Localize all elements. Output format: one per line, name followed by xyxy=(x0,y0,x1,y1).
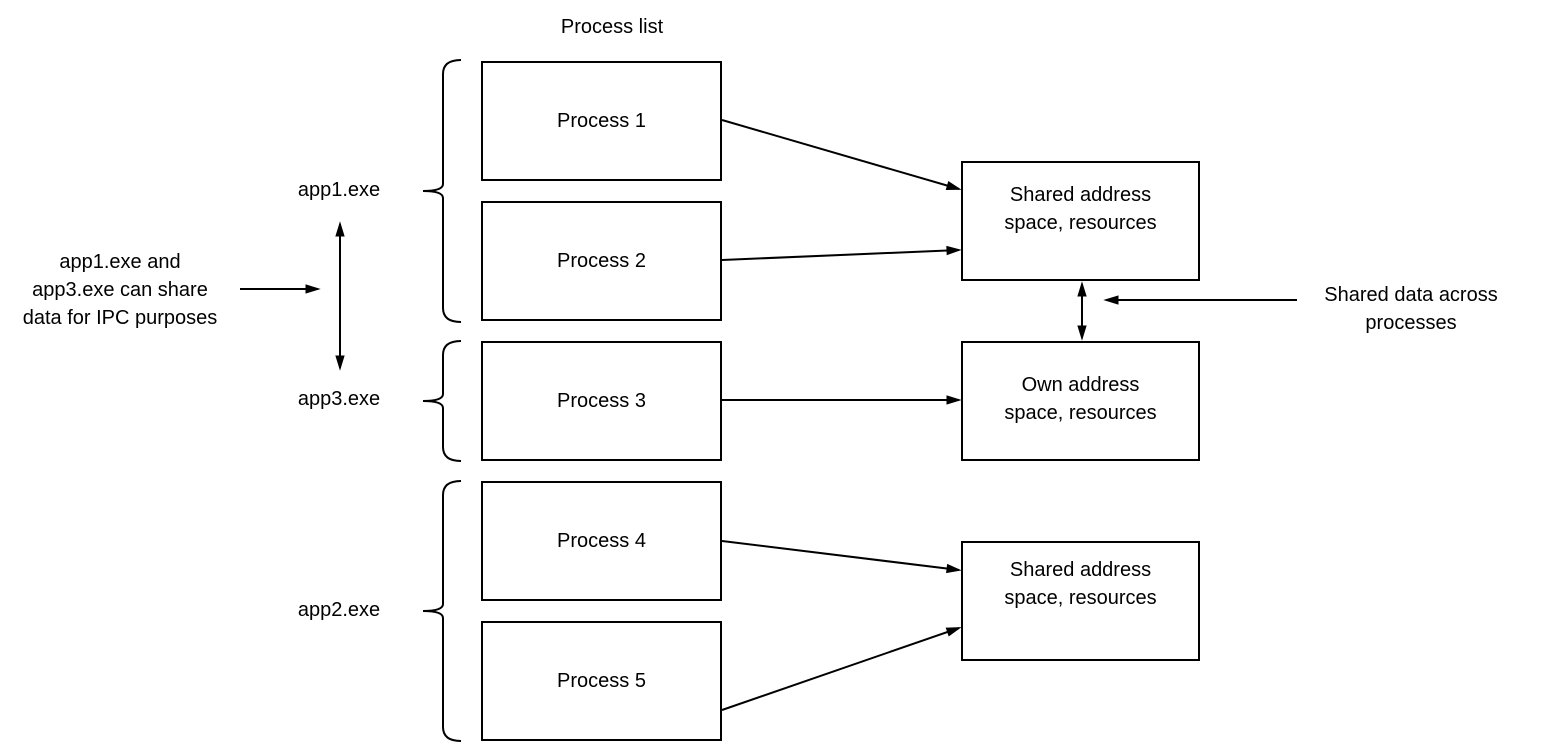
app2-label: app2.exe xyxy=(297,599,381,621)
shared-address-bottom-text: Shared address space, resources xyxy=(1004,556,1156,612)
process-5-box: Process 5 xyxy=(481,621,722,741)
brace-app3 xyxy=(422,340,462,462)
process-5-label: Process 5 xyxy=(557,670,646,692)
process-4-box: Process 4 xyxy=(481,481,722,601)
process-1-box: Process 1 xyxy=(481,61,722,181)
own-address-box: Own address space, resources xyxy=(961,341,1200,461)
shared-address-bottom-line2: space, resources xyxy=(1004,587,1157,609)
process-2-box: Process 2 xyxy=(481,201,722,321)
app3-label: app3.exe xyxy=(297,388,381,410)
brace-app1 xyxy=(422,59,462,323)
process-3-label: Process 3 xyxy=(557,390,646,412)
shared-data-note-line2: processes xyxy=(1365,312,1457,334)
ipc-note: app1.exe and app3.exe can share data for… xyxy=(0,248,240,332)
own-address-text: Own address space, resources xyxy=(1004,371,1156,427)
ipc-note-line2: app3.exe can share xyxy=(32,279,208,301)
shared-address-top-line2: space, resources xyxy=(1004,212,1157,234)
process-2-label: Process 2 xyxy=(557,250,646,272)
shared-address-top-text: Shared address space, resources xyxy=(1004,181,1156,237)
shared-address-top-box: Shared address space, resources xyxy=(961,161,1200,281)
shared-address-bottom-line1: Shared address xyxy=(1009,559,1152,581)
shared-address-bottom-box: Shared address space, resources xyxy=(961,541,1200,661)
brace-app2 xyxy=(422,480,462,742)
process-1-label: Process 1 xyxy=(557,110,646,132)
process-4-label: Process 4 xyxy=(557,530,646,552)
arrow-process1-to-shared-top xyxy=(721,119,962,190)
process-3-box: Process 3 xyxy=(481,341,722,461)
shared-data-note: Shared data across processes xyxy=(1286,281,1536,337)
shared-data-note-line1: Shared data across xyxy=(1324,284,1498,306)
arrow-process4-to-shared-bottom xyxy=(721,540,962,574)
arrow-process2-to-shared-top xyxy=(721,245,962,261)
ipc-note-line3: data for IPC purposes xyxy=(22,307,218,329)
ipc-note-line1: app1.exe and xyxy=(59,251,181,273)
diagram-title: Process list xyxy=(560,16,664,38)
own-address-line2: space, resources xyxy=(1004,402,1157,424)
shared-address-top-line1: Shared address xyxy=(1009,184,1152,206)
app1-label: app1.exe xyxy=(297,179,381,201)
own-address-line1: Own address xyxy=(1021,374,1140,396)
arrow-process5-to-shared-bottom xyxy=(721,627,962,711)
